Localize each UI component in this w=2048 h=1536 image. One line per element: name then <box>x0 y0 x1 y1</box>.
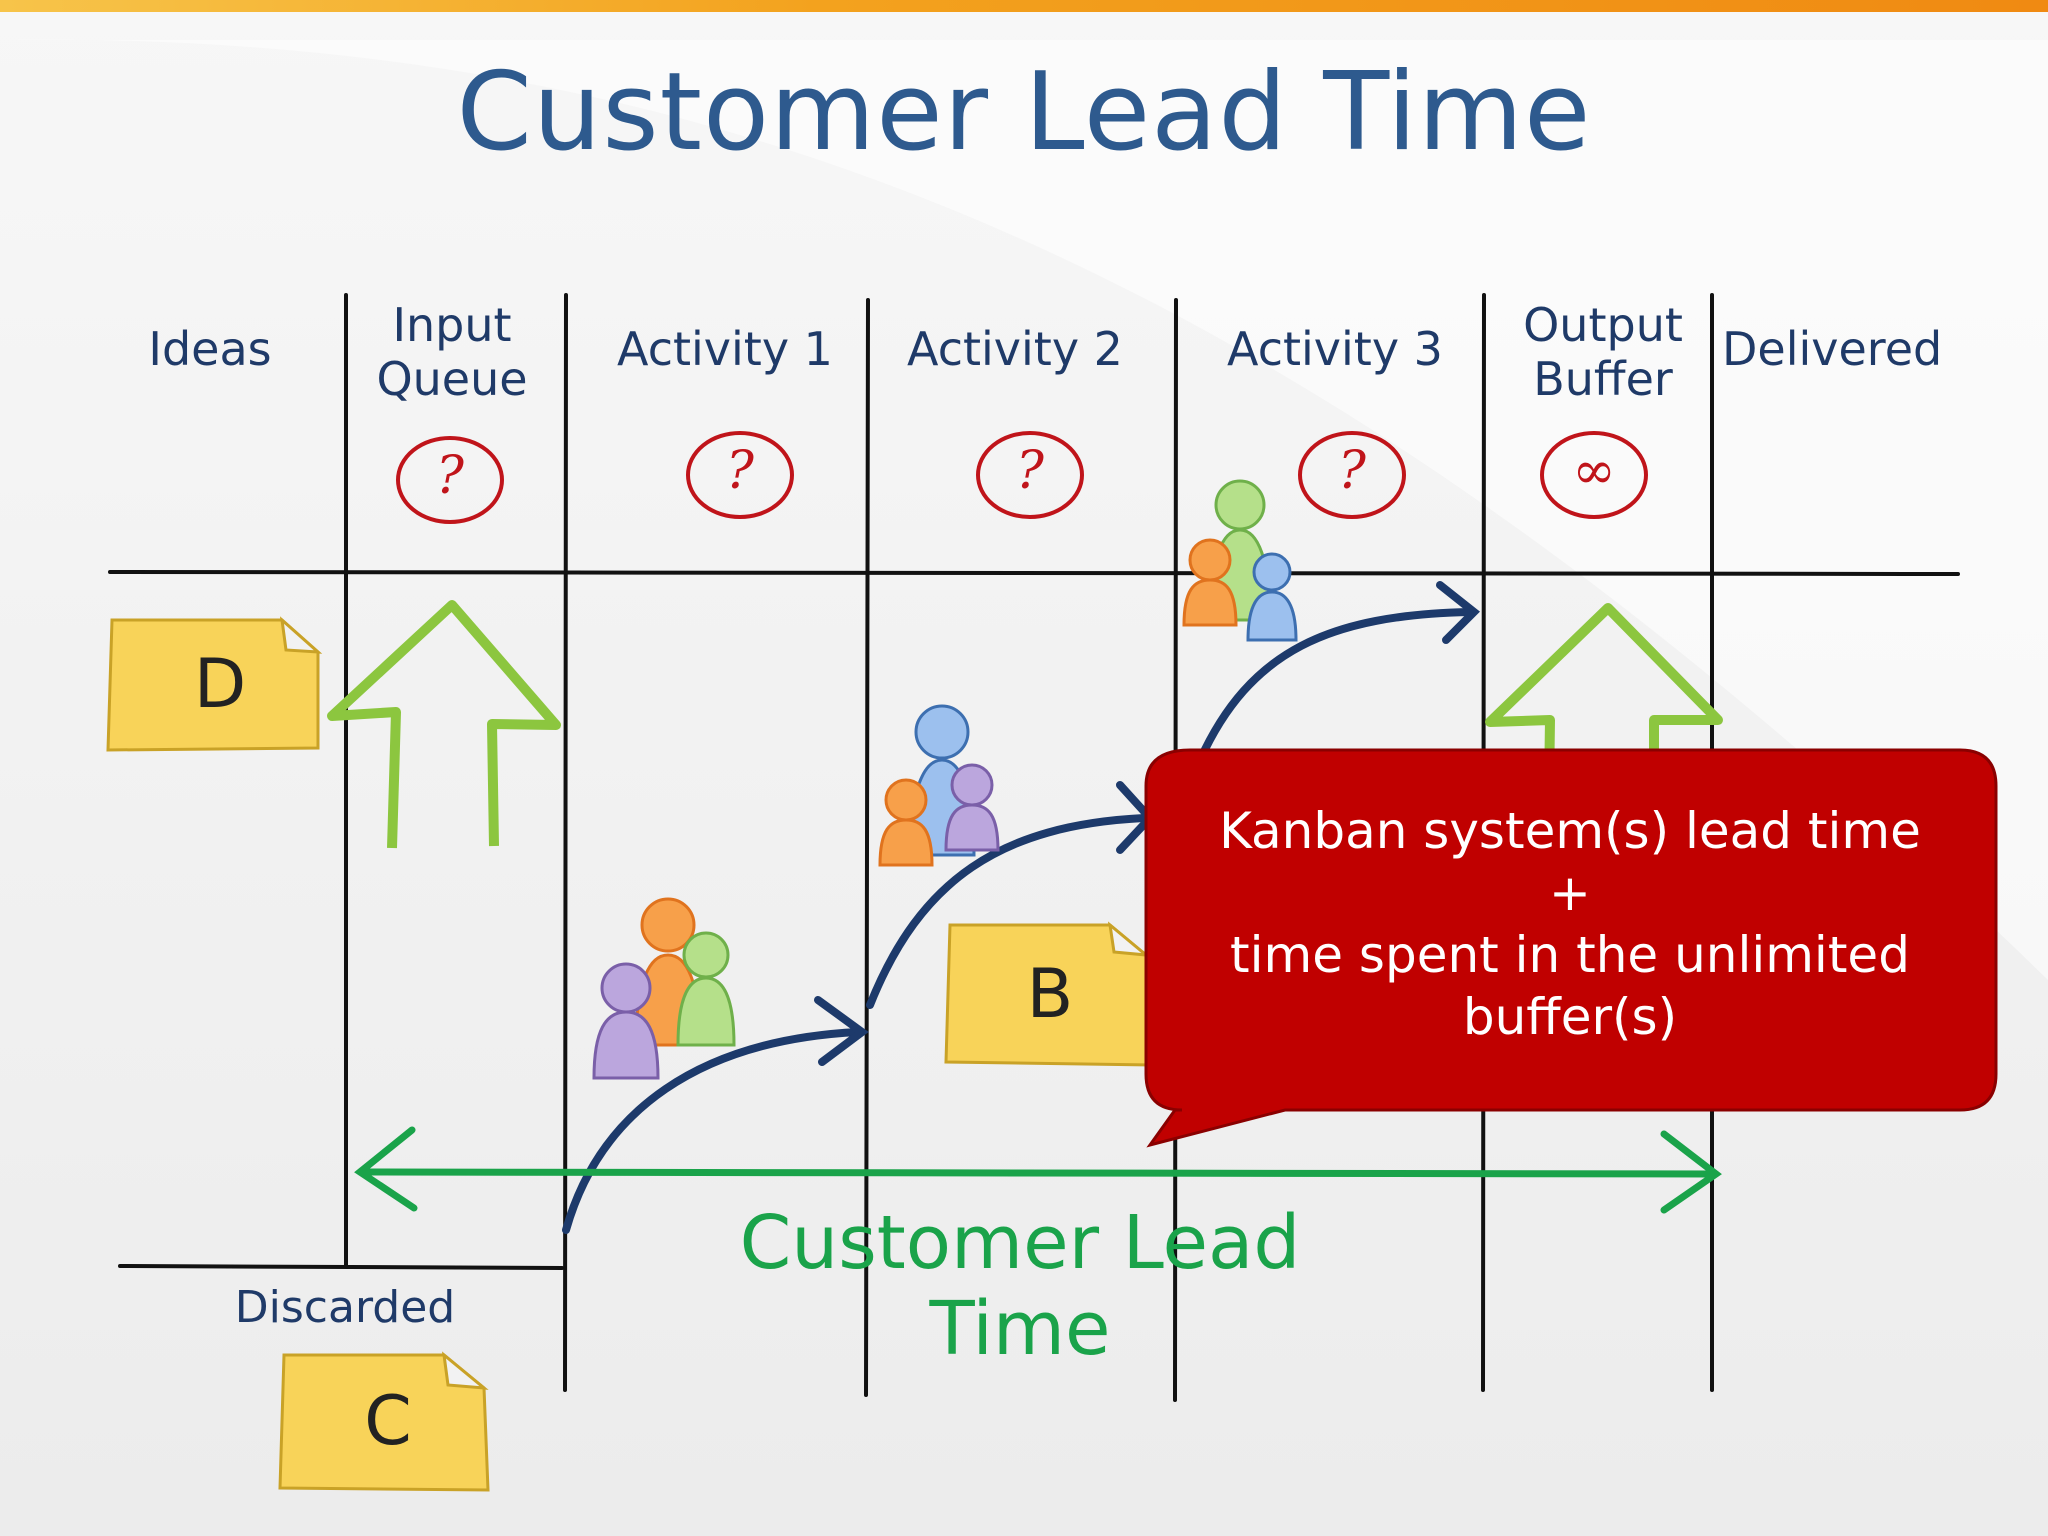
lead-time-arrow-left-head <box>354 1126 418 1212</box>
wip-activity-1: ? <box>726 441 754 501</box>
callout-line-1: Kanban system(s) lead time <box>1219 802 1921 860</box>
flow-arrow-2 <box>866 814 1149 1009</box>
team-activity-3-icon <box>1182 479 1298 642</box>
team-activity-1-icon <box>592 897 736 1080</box>
column-activity-2: Activity 2 <box>907 322 1123 376</box>
accent-bar <box>0 0 2048 12</box>
flow-arrow-3-head <box>1436 581 1480 644</box>
sticky-c <box>278 1353 490 1492</box>
column-delivered: Delivered <box>1722 322 1943 376</box>
callout-line-2: + <box>1549 864 1591 922</box>
sticky-d <box>106 618 320 752</box>
column-activity-1: Activity 1 <box>617 322 833 376</box>
wip-circle-input-queue <box>396 436 504 524</box>
lead-time-arrow-right-head <box>1660 1130 1722 1214</box>
callout-line-4: buffer(s) <box>1462 988 1678 1046</box>
wip-circle-activity-1 <box>686 431 794 519</box>
divider-3 <box>864 298 870 1397</box>
wip-activity-3: ? <box>1338 441 1366 501</box>
pull-arrow-output-buffer <box>1485 603 1723 861</box>
wip-circle-activity-3 <box>1298 431 1406 519</box>
lead-time-label: Customer Lead Time <box>739 1200 1301 1372</box>
column-input-queue: Input Queue <box>376 298 528 406</box>
column-output-buffer: Output Buffer <box>1523 298 1683 406</box>
callout-text: Kanban system(s) lead time + time spent … <box>1150 800 1990 1048</box>
discarded-line <box>118 1264 564 1270</box>
lead-time-arrow <box>358 1168 1718 1178</box>
callout-line-3: time spent in the unlimited <box>1230 926 1910 984</box>
wip-circle-output-buffer <box>1540 431 1648 519</box>
sticky-b-label: B <box>1026 955 1074 1034</box>
slide-title: Customer Lead Time <box>456 50 1592 175</box>
team-activity-2-icon <box>878 704 1000 867</box>
flow-arrow-1 <box>562 1028 862 1234</box>
wip-output-buffer: ∞ <box>1572 441 1616 501</box>
sticky-d-label: D <box>193 645 247 724</box>
pull-arrow-input-queue <box>327 600 561 849</box>
column-ideas: Ideas <box>148 322 272 376</box>
header-line <box>108 570 1960 576</box>
wip-input-queue: ? <box>436 446 464 506</box>
column-activity-3: Activity 3 <box>1227 322 1443 376</box>
discarded-label: Discarded <box>234 1282 456 1333</box>
flow-arrow-3 <box>1196 608 1474 764</box>
wip-circle-activity-2 <box>976 431 1084 519</box>
sticky-c-label: C <box>364 1382 412 1461</box>
wip-activity-2: ? <box>1016 441 1044 501</box>
callout-bubble <box>1144 748 1998 1148</box>
divider-2 <box>563 293 568 1392</box>
flow-arrow-1-head <box>814 996 869 1066</box>
